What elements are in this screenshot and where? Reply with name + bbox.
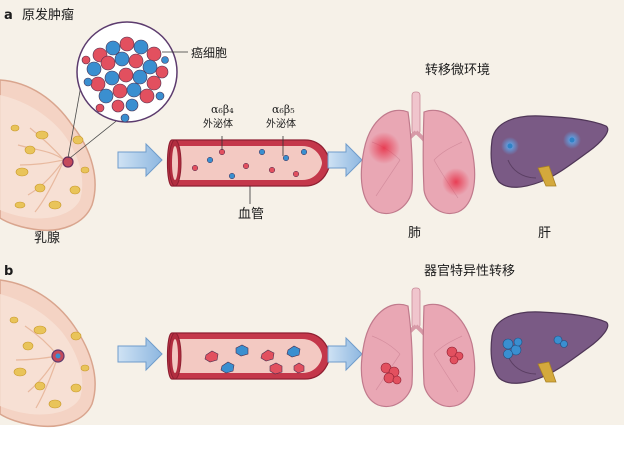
liver-a <box>490 115 609 188</box>
breast-a <box>0 79 96 232</box>
blood-vessel-label: 血管 <box>238 207 264 222</box>
bottom-margin <box>0 425 624 449</box>
tumor-zoom-circle <box>76 21 178 123</box>
arrow-b1 <box>117 336 163 372</box>
lungs-b <box>360 287 476 407</box>
exosome-1-label: 外泌体 <box>203 117 233 130</box>
zoom-line-left <box>67 79 83 159</box>
panel-b-letter: b <box>4 264 13 279</box>
liver-b <box>490 311 609 384</box>
arrow-b2 <box>327 336 363 372</box>
panel-a-letter: a <box>4 8 13 23</box>
primary-tumor-a <box>62 156 74 168</box>
exosome-1-greek: α₆β₄ <box>211 103 234 116</box>
lungs-a <box>360 91 476 214</box>
arrow-a2 <box>327 142 363 178</box>
microenvironment-label: 转移微环境 <box>425 63 490 78</box>
blood-vessel-b <box>166 332 331 380</box>
exosome-2-label: 外泌体 <box>266 117 296 130</box>
arrow-a1 <box>117 142 163 178</box>
panel-b-title: 器官特异性转移 <box>424 263 515 279</box>
liver-label: 肝 <box>538 226 551 241</box>
breast-b <box>0 279 96 428</box>
lung-label: 肺 <box>408 226 421 241</box>
blood-vessel-a <box>166 139 331 187</box>
panel-a-title: 原发肿瘤 <box>22 7 74 23</box>
breast-label: 乳腺 <box>34 231 60 246</box>
exosome-2-greek: α₆β₅ <box>272 103 295 116</box>
cancer-cells-label: 癌细胞 <box>191 45 227 60</box>
